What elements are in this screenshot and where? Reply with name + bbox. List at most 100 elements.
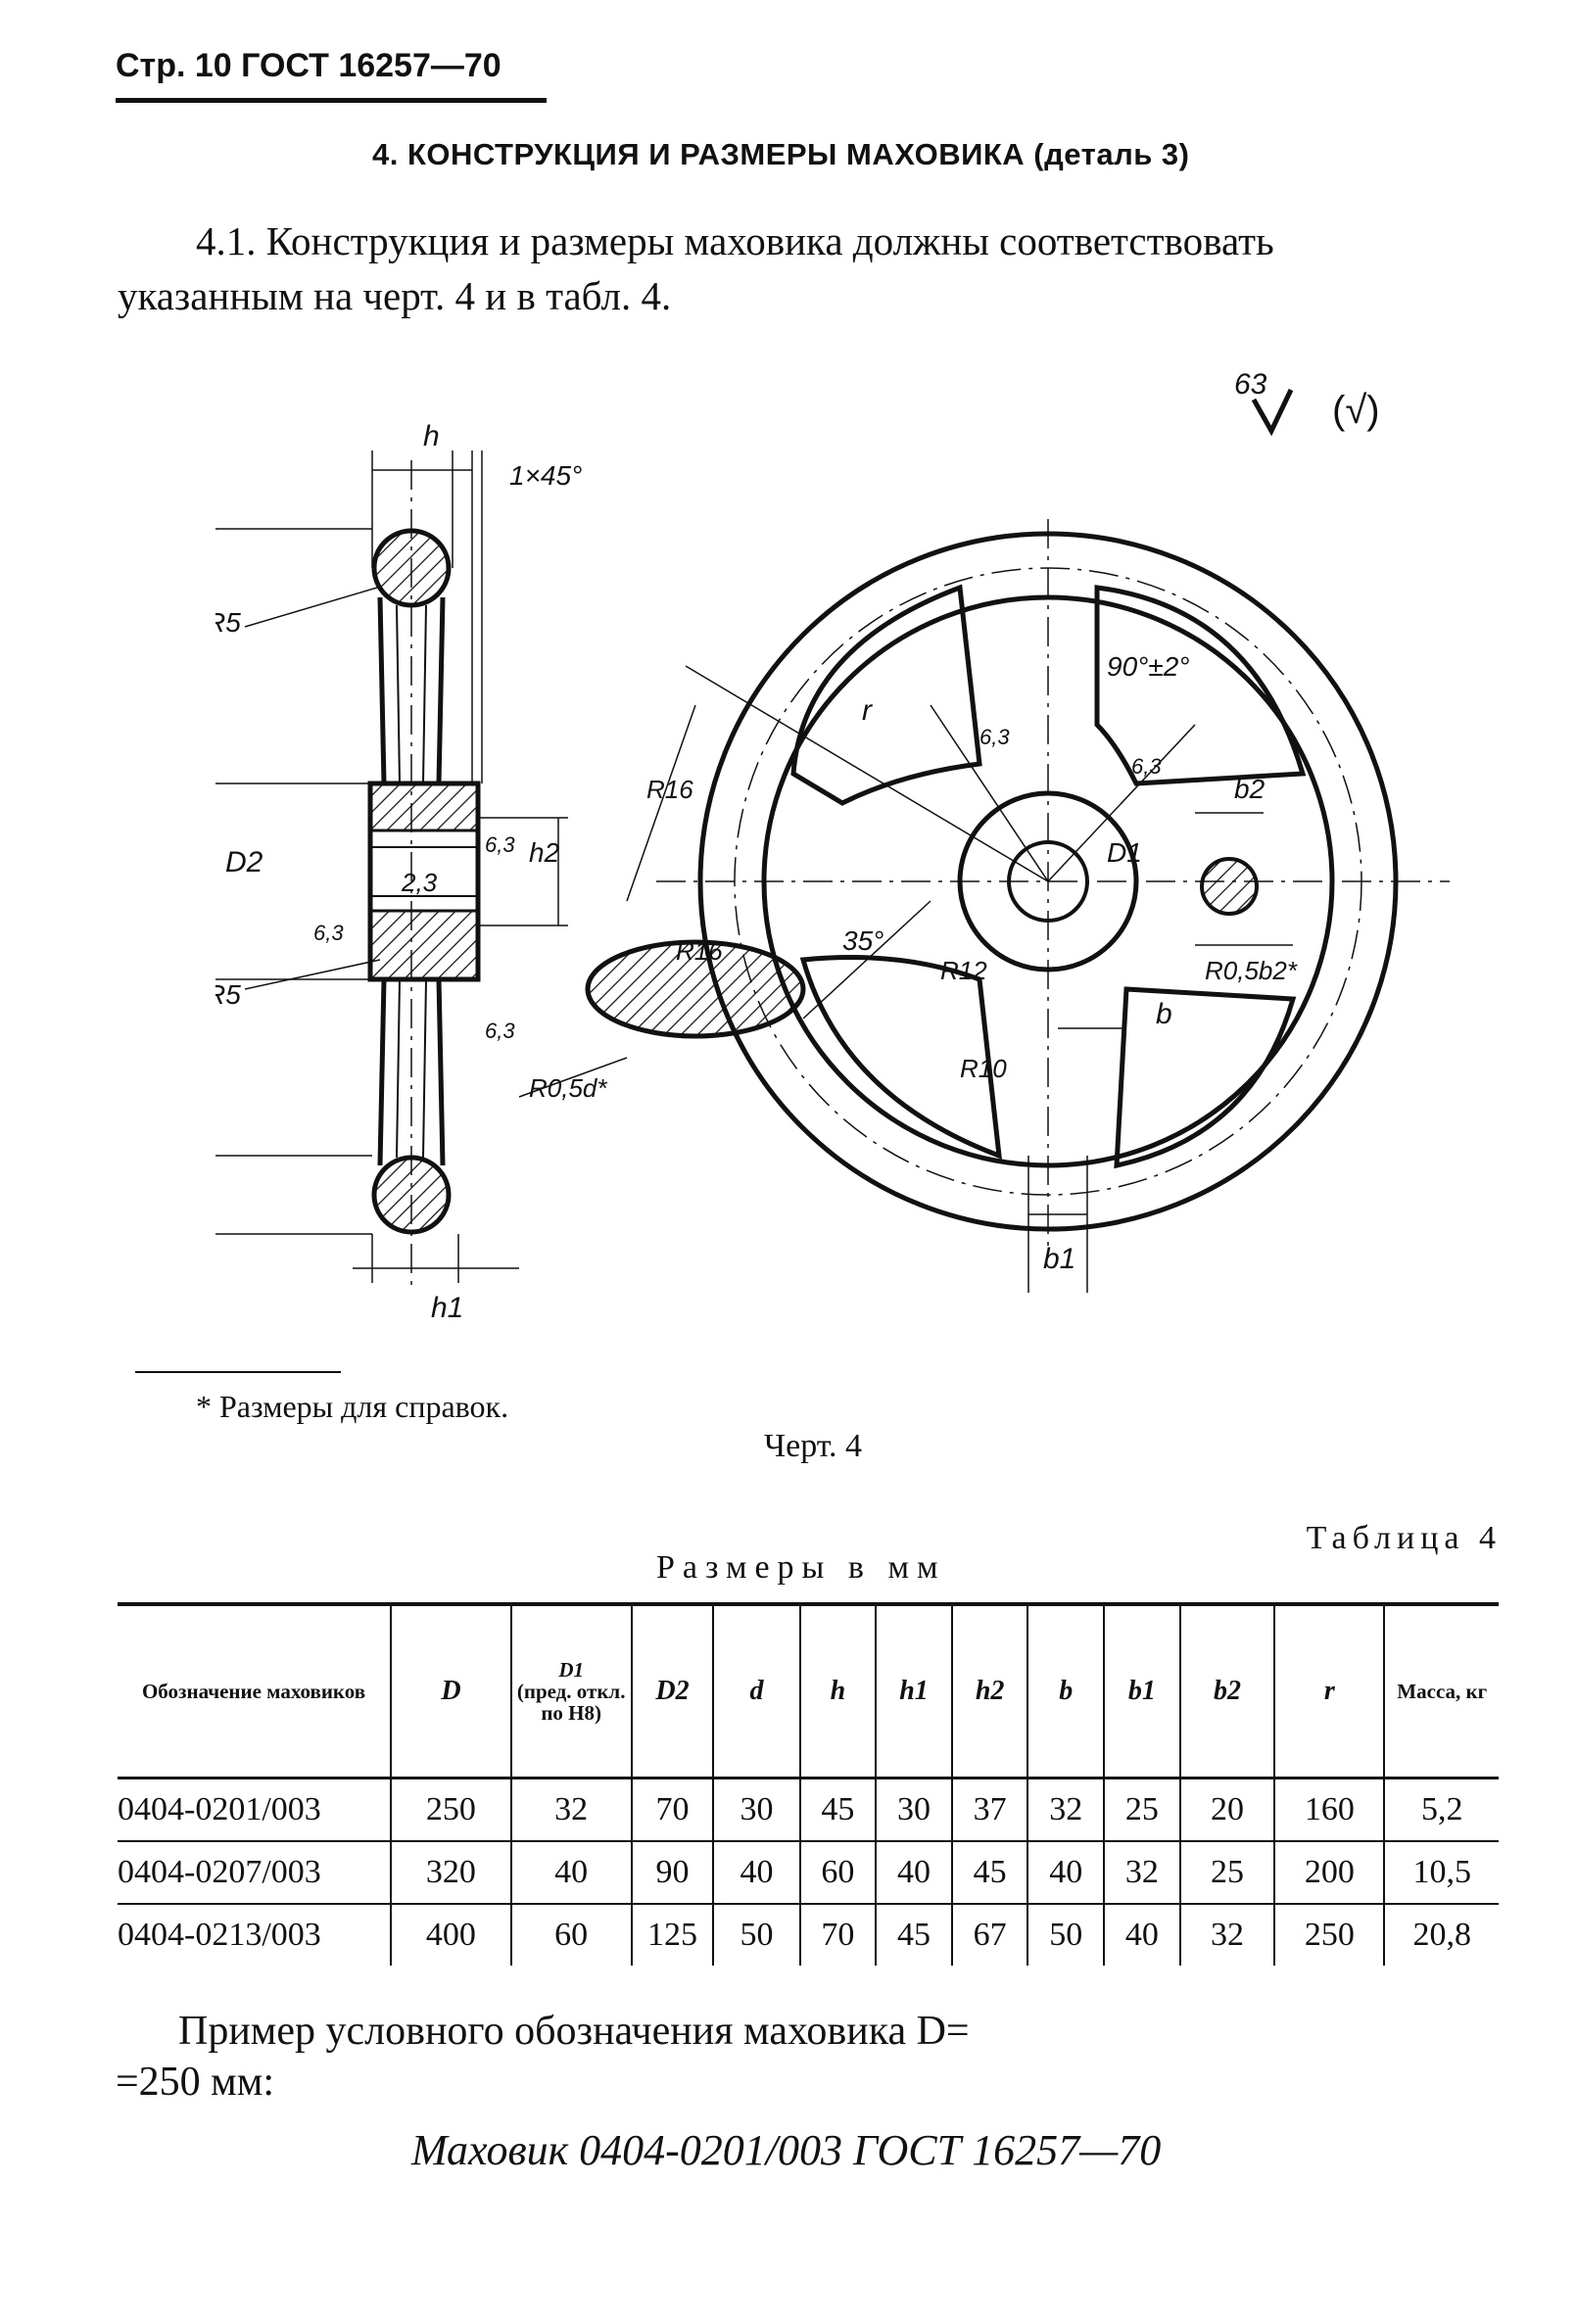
cell-D: 320	[390, 1841, 511, 1905]
cell-d: 30	[712, 1778, 800, 1842]
dim-63-b: 6,3	[1131, 754, 1162, 779]
dim-R05d: R0,5d*	[529, 1073, 607, 1103]
header-D1: D1(пред. откл. по H8)	[509, 1604, 632, 1779]
cell-D: 400	[390, 1904, 511, 1966]
dim-R5-bottom: R5	[215, 979, 241, 1010]
header-b2: b2	[1178, 1604, 1275, 1779]
table-label: Таблица 4	[1306, 1520, 1502, 1556]
dim-90: 90°±2°	[1107, 651, 1189, 682]
roughness-other: (√)	[1332, 389, 1380, 432]
cell-b1: 32	[1103, 1841, 1180, 1905]
header-rule	[116, 98, 547, 103]
cell-h1: 30	[875, 1778, 952, 1842]
cell-code: 0404-0201/003	[118, 1778, 392, 1842]
header-designation: Обозначение маховиков	[141, 1680, 366, 1703]
cell-b: 50	[1027, 1904, 1105, 1966]
cell-b2: 20	[1178, 1778, 1275, 1842]
cell-D2: 70	[630, 1778, 714, 1842]
side-view: h 1×45° D D2 h2 h1 d R5 R5 2,3 6,3 6,3 6…	[215, 420, 582, 1324]
cell-h: 70	[798, 1904, 877, 1966]
dim-63-a: 6,3	[979, 725, 1010, 749]
table-row: 0404-0201/003 250 32 70 30 45 30 37 32 2…	[118, 1778, 1499, 1842]
dim-chamfer: 1×45°	[509, 460, 582, 491]
cell-b: 32	[1027, 1778, 1105, 1842]
page-header: Стр. 10 ГОСТ 16257—70	[116, 47, 501, 84]
cell-D2: 90	[630, 1841, 714, 1905]
section-paragraph: 4.1. Конструкция и размеры маховика долж…	[118, 213, 1469, 323]
cell-D1: 60	[509, 1904, 632, 1966]
header-b1: b1	[1103, 1604, 1180, 1779]
dim-h: h	[423, 420, 440, 452]
dim-R10: R10	[960, 1054, 1007, 1083]
cell-d: 50	[712, 1904, 800, 1966]
flywheel-drawing: 63 (√)	[215, 368, 1450, 1324]
roughness-general: 63	[1234, 368, 1267, 401]
cell-r: 250	[1273, 1904, 1385, 1966]
section-heading: 4. КОНСТРУКЦИЯ И РАЗМЕРЫ МАХОВИКА (детал…	[372, 137, 1190, 171]
cell-r: 160	[1273, 1778, 1385, 1842]
header-mass: Масса, кг	[1383, 1604, 1499, 1779]
header-h2: h2	[950, 1604, 1028, 1779]
paragraph-text: 4.1. Конструкция и размеры маховика долж…	[118, 218, 1274, 318]
dim-R16-b: R16	[676, 936, 723, 966]
dim-r: r	[862, 694, 873, 727]
dim-b2: b2	[1234, 774, 1266, 804]
dim-R05b2: R0,5b2*	[1205, 956, 1298, 985]
cell-code: 0404-0213/003	[118, 1917, 321, 1953]
table-row: 0404-0213/003 400 60 125 50 70 45 67 50 …	[118, 1904, 1499, 1966]
cell-mass: 10,5	[1383, 1841, 1499, 1905]
cell-code: 0404-0207/003	[118, 1841, 392, 1905]
dim-D1: D1	[1107, 837, 1142, 868]
rough-63-c: 6,3	[485, 1019, 515, 1043]
cell-h1: 40	[875, 1841, 952, 1905]
dim-35: 35°	[842, 925, 884, 956]
header-r: r	[1273, 1604, 1385, 1779]
header-b: b	[1027, 1604, 1105, 1779]
cell-h: 60	[798, 1841, 877, 1905]
cell-h2: 45	[950, 1841, 1028, 1905]
dim-R16-a: R16	[646, 775, 693, 804]
front-view: r R16 R16 90°±2° 6,3 6,3 b2 D1 R0,5b2* 3…	[518, 519, 1450, 1293]
cell-b1: 25	[1103, 1778, 1180, 1842]
roughness-symbol: 63 (√)	[1234, 368, 1380, 437]
example-line-1: Пример условного обозначения маховика D=	[178, 2009, 970, 2054]
header-h: h	[798, 1604, 877, 1779]
cell-r: 200	[1273, 1841, 1385, 1905]
dim-R5-top: R5	[215, 607, 241, 638]
table-row: 0404-0207/003 320 40 90 40 60 40 45 40 3…	[118, 1841, 1499, 1905]
cell-b1: 40	[1103, 1904, 1180, 1966]
cell-b2: 25	[1178, 1841, 1275, 1905]
rough-63-a: 6,3	[485, 832, 515, 857]
cell-mass: 5,2	[1383, 1778, 1499, 1842]
cell-h2: 37	[950, 1778, 1028, 1842]
dim-h2: h2	[529, 837, 560, 868]
spec-table: Обозначение маховиков D D1(пред. откл. п…	[118, 1602, 1499, 1966]
header-D: D	[390, 1604, 511, 1779]
cell-b: 40	[1027, 1841, 1105, 1905]
cell-D1: 40	[509, 1841, 632, 1905]
example-line-2: =250 мм:	[116, 2060, 275, 2105]
dim-R12: R12	[940, 956, 987, 985]
cell-D2: 125	[630, 1904, 714, 1966]
rough-63-b: 6,3	[313, 921, 344, 945]
dim-D2: D2	[225, 846, 263, 878]
dim-2-3: 2,3	[401, 868, 438, 897]
cell-mass: 20,8	[1383, 1904, 1499, 1966]
cell-h1: 45	[875, 1904, 952, 1966]
cell-D1: 32	[509, 1778, 632, 1842]
units-label: Размеры в мм	[656, 1549, 946, 1586]
cell-h2: 67	[950, 1904, 1028, 1966]
dim-b: b	[1156, 998, 1172, 1030]
header-h1: h1	[875, 1604, 952, 1779]
drawing-caption: Черт. 4	[764, 1428, 863, 1464]
header-d: d	[712, 1604, 800, 1779]
table-header-row: Обозначение маховиков D D1(пред. откл. п…	[118, 1604, 1499, 1779]
dim-h1: h1	[431, 1292, 463, 1324]
example-designation: Маховик 0404-0201/003 ГОСТ 16257—70	[411, 2126, 1162, 2174]
dim-b1: b1	[1043, 1243, 1075, 1275]
footnote-rule	[135, 1371, 341, 1373]
footnote: * Размеры для справок.	[196, 1389, 509, 1424]
cell-D: 250	[390, 1778, 511, 1842]
header-D2: D2	[630, 1604, 714, 1779]
cell-b2: 32	[1178, 1904, 1275, 1966]
